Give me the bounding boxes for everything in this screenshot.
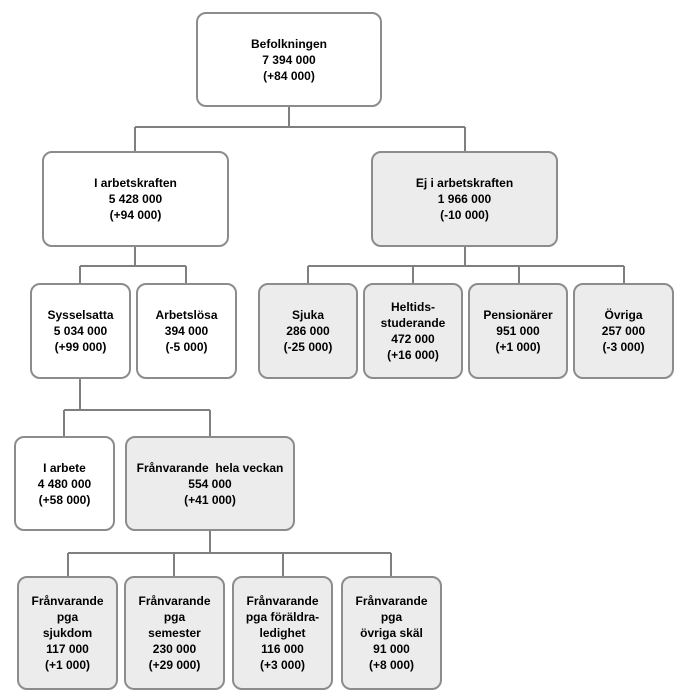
node-label-line-1: Frånvarande <box>31 594 104 608</box>
node-label-line-3: ledighet <box>259 626 306 640</box>
node-value: 7 394 000 <box>262 52 316 67</box>
node-value: 91 000 <box>373 642 410 656</box>
node-label-line-2: pga <box>163 610 186 624</box>
node-change: (-3 000) <box>602 340 645 354</box>
node-label-line-2: pga <box>380 610 403 624</box>
node-change: (+8 000) <box>368 658 415 672</box>
node-label: I arbetskraften <box>94 176 177 190</box>
node-label-line-2: pga <box>56 610 79 624</box>
node-label-line-2: pga föräldra- <box>245 610 320 624</box>
node-franvarande-hela-veckan: Frånvarande hela veckan 554 000 (+41 000… <box>125 436 295 531</box>
node-label: Frånvarande hela veckan <box>136 460 284 475</box>
node-label: Sysselsatta <box>47 308 114 322</box>
node-value: 230 000 <box>152 642 197 656</box>
node-change: (+29 000) <box>148 658 201 672</box>
node-label: Sjuka <box>291 308 324 322</box>
node-change: (+58 000) <box>38 492 91 507</box>
node-value: 286 000 <box>286 324 330 338</box>
node-change: (+84 000) <box>263 68 315 83</box>
node-value: 1 966 000 <box>437 192 492 206</box>
node-change: (+1 000) <box>44 658 91 672</box>
node-heltidsstuderande: Heltids- studerande 472 000 (+16 000) <box>363 283 463 379</box>
node-label: Arbetslösa <box>155 308 218 322</box>
node-label-line-1: Frånvarande <box>355 594 428 608</box>
node-change: (+1 000) <box>495 340 541 354</box>
node-value: 394 000 <box>164 324 209 338</box>
node-change: (+41 000) <box>184 492 236 507</box>
node-value: 257 000 <box>601 324 646 338</box>
node-i-arbetskraften: I arbetskraften 5 428 000 (+94 000) <box>42 151 229 247</box>
node-change: (+94 000) <box>109 208 162 222</box>
node-label-line-1: Heltids- <box>390 300 435 314</box>
node-label-line-3: semester <box>148 626 201 640</box>
node-value: 5 428 000 <box>108 192 163 206</box>
node-franvarande-foraldraledighet: Frånvarande pga föräldra- ledighet 116 0… <box>232 576 333 690</box>
node-change: (-10 000) <box>440 208 489 222</box>
node-value: 472 000 <box>391 332 435 346</box>
node-value: 4 480 000 <box>37 476 92 491</box>
node-label: Befolkningen <box>250 36 327 51</box>
node-label-line-1: Frånvarande <box>246 594 319 608</box>
node-label: Pensionärer <box>483 308 553 322</box>
node-label-line-3: övriga skäl <box>360 626 423 640</box>
node-sysselsatta: Sysselsatta 5 034 000 (+99 000) <box>30 283 131 379</box>
node-franvarande-semester: Frånvarande pga semester 230 000 (+29 00… <box>124 576 225 690</box>
node-change: (-5 000) <box>165 340 208 354</box>
node-sjuka: Sjuka 286 000 (-25 000) <box>258 283 358 379</box>
node-label: Ej i arbetskraften <box>415 176 514 190</box>
node-label: I arbete <box>43 460 86 475</box>
node-pensionarer: Pensionärer 951 000 (+1 000) <box>468 283 568 379</box>
node-ej-i-arbetskraften: Ej i arbetskraften 1 966 000 (-10 000) <box>371 151 558 247</box>
node-label-line-1: Frånvarande <box>138 594 211 608</box>
node-i-arbete: I arbete 4 480 000 (+58 000) <box>14 436 115 531</box>
node-change: (+99 000) <box>54 340 107 354</box>
node-label-line-2: studerande <box>380 316 446 330</box>
node-arbetslosa: Arbetslösa 394 000 (-5 000) <box>136 283 237 379</box>
node-change: (+16 000) <box>387 348 439 362</box>
node-ovriga: Övriga 257 000 (-3 000) <box>573 283 674 379</box>
node-value: 951 000 <box>496 324 540 338</box>
node-befolkningen: Befolkningen 7 394 000 (+84 000) <box>196 12 382 107</box>
node-franvarande-sjukdom: Frånvarande pga sjukdom 117 000 (+1 000) <box>17 576 118 690</box>
node-change: (-25 000) <box>283 340 333 354</box>
node-value: 554 000 <box>188 476 232 491</box>
node-value: 116 000 <box>261 642 304 656</box>
node-label: Övriga <box>604 308 643 322</box>
node-franvarande-ovriga-skal: Frånvarande pga övriga skäl 91 000 (+8 0… <box>341 576 442 690</box>
node-value: 5 034 000 <box>53 324 108 338</box>
node-change: (+3 000) <box>259 658 306 672</box>
node-label-line-3: sjukdom <box>42 626 93 640</box>
node-value: 117 000 <box>46 642 89 656</box>
